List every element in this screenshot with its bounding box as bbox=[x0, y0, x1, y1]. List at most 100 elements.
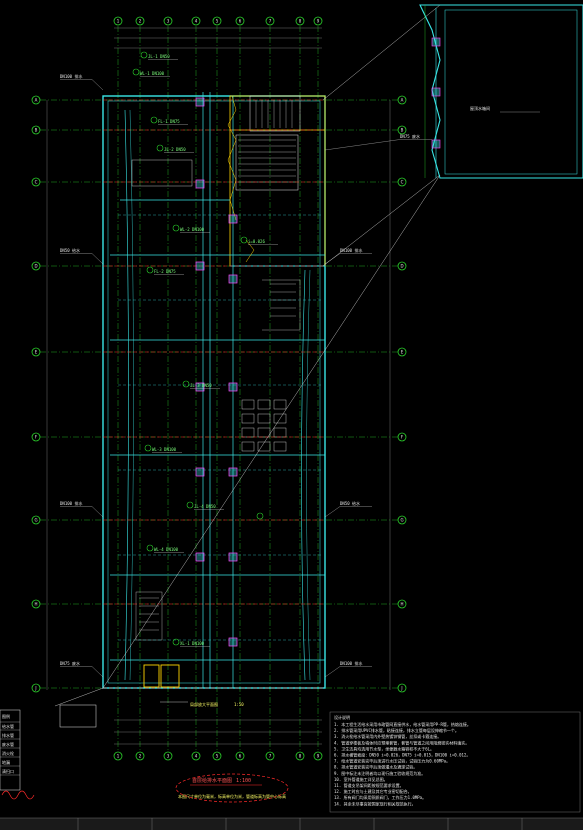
axis-bubble bbox=[397, 683, 407, 693]
note-line: 6. 排水横管坡度：DN50 i=0.026，DN75 i=0.015，DN10… bbox=[334, 752, 470, 758]
callout-markers bbox=[132, 51, 264, 646]
note-line: 9. 图中标注未注明者均以现行施工验收规范为准。 bbox=[334, 770, 425, 776]
legend-title: 图例 bbox=[2, 713, 10, 719]
detail-title: 局部放大平面图 bbox=[190, 701, 218, 707]
plan-label: JL-4 DN50 bbox=[194, 504, 216, 509]
detail-scale: 1:50 bbox=[234, 702, 244, 707]
legend-item: 清扫口 bbox=[2, 768, 14, 774]
axis-bubble bbox=[397, 177, 407, 187]
axis-label: 2 bbox=[139, 19, 142, 24]
axis-bubble bbox=[31, 599, 41, 609]
side-label: DN100 排水 bbox=[60, 500, 82, 506]
legend-item: 给水管 bbox=[2, 723, 14, 729]
plan-label: WL-3 DN100 bbox=[152, 447, 177, 452]
axis-label: 7 bbox=[269, 19, 272, 24]
axis-bubble bbox=[31, 261, 41, 271]
plan-label: FL-1 DN75 bbox=[158, 119, 180, 124]
side-label: DN100 排水 bbox=[60, 73, 82, 79]
axis-label: E bbox=[401, 350, 404, 355]
axis-bubble bbox=[191, 751, 201, 761]
axis-bubble bbox=[31, 515, 41, 525]
axis-label: 1 bbox=[117, 19, 120, 24]
plan-scale: 1:100 bbox=[236, 778, 251, 784]
axis-bubble bbox=[313, 751, 323, 761]
note-line: 3. 消火栓给水管采用内外壁热镀锌钢管，丝扣或卡箍连接。 bbox=[334, 733, 441, 739]
note-line: 13. 所有阀门均采用铜质阀门，工作压力1.0MPa。 bbox=[334, 794, 426, 800]
axis-bubble bbox=[313, 16, 323, 26]
axis-label: C bbox=[401, 180, 404, 185]
axis-label: 9 bbox=[317, 19, 320, 24]
axis-label: 7 bbox=[269, 754, 272, 759]
axis-bubble bbox=[135, 16, 145, 26]
axis-label: 4 bbox=[195, 19, 198, 24]
legend-item: 消火栓 bbox=[2, 750, 14, 756]
axis-label: 3 bbox=[167, 754, 170, 759]
axis-bubble bbox=[31, 95, 41, 105]
notes-title: 设计说明 bbox=[334, 714, 350, 720]
beam-lines bbox=[103, 99, 325, 689]
plan-label: JL-3 DN50 bbox=[190, 383, 212, 388]
axis-bubble bbox=[397, 261, 407, 271]
axis-label: B bbox=[35, 128, 38, 133]
axis-bubble bbox=[295, 16, 305, 26]
axis-label: E bbox=[35, 350, 38, 355]
pipe-network bbox=[54, 4, 441, 707]
legend-item: 地漏 bbox=[2, 759, 10, 765]
note-line: 7. 给水管道安装完毕后须进行水压试验，试验压力为0.60MPa。 bbox=[334, 758, 450, 764]
riser-symbols bbox=[195, 97, 238, 647]
axis-bubble bbox=[31, 125, 41, 135]
side-label: DN75 废水 bbox=[400, 133, 420, 139]
side-label: DN50 给水 bbox=[60, 247, 80, 253]
design-notes: 设计说明 1. 本工程生活给水采用市政管网直接供水，给水管采用PP-R管，热熔连… bbox=[329, 711, 581, 813]
axis-bubble bbox=[163, 751, 173, 761]
note-line: 8. 排水管道安装完毕后须做灌水及通球试验。 bbox=[334, 764, 417, 770]
note-line: 5. 卫生洁具均选用节水型，坐便器水箱容积不大于6L。 bbox=[334, 745, 434, 751]
plan-label: FL-2 DN75 bbox=[154, 269, 176, 274]
note-line: 10. 室外管道施工详见总图。 bbox=[334, 776, 388, 782]
axis-label: 1 bbox=[117, 754, 120, 759]
axis-bubble bbox=[265, 16, 275, 26]
bottom-ruler bbox=[0, 817, 583, 830]
axis-bubble bbox=[397, 347, 407, 357]
plan-label: JL-2 DN50 bbox=[164, 147, 186, 152]
axis-label: G bbox=[400, 518, 403, 523]
plan-label: WL-4 DN100 bbox=[154, 547, 179, 552]
detail-panel: 屋顶水箱间 bbox=[419, 4, 583, 179]
axis-label: 5 bbox=[216, 19, 219, 24]
axis-bubble bbox=[212, 16, 222, 26]
axis-label: G bbox=[34, 518, 37, 523]
axis-bubble bbox=[135, 751, 145, 761]
axis-label: J bbox=[34, 686, 36, 691]
axis-label: C bbox=[35, 180, 38, 185]
axis-label: 8 bbox=[299, 19, 302, 24]
side-label: DN100 排水 bbox=[340, 660, 362, 666]
axis-label: B bbox=[401, 128, 404, 133]
plan-label: JL-1 DN50 bbox=[148, 54, 170, 59]
axis-label: H bbox=[400, 602, 403, 607]
axis-bubble bbox=[113, 16, 123, 26]
axis-label: 2 bbox=[139, 754, 142, 759]
side-label: DN75 废水 bbox=[60, 660, 80, 666]
axis-bubble bbox=[235, 16, 245, 26]
axis-label: 6 bbox=[239, 754, 242, 759]
plan-title-block: 首层给排水平面图 1:100 本图尺寸单位为毫米，标高单位为米，管道标高为管中心… bbox=[175, 773, 289, 803]
side-annotations: DN100 排水 DN50 给水 DN100 排水 DN75 废水 DN100 排水 DN… bbox=[60, 73, 432, 678]
axis-label: 5 bbox=[216, 754, 219, 759]
plan-label: XL-1 DN100 bbox=[180, 641, 205, 646]
note-line: 12. 施工时应与土建及其它专业密切配合。 bbox=[334, 788, 412, 794]
axis-bubble bbox=[397, 432, 407, 442]
note-line: 14. 其余未尽事宜按国家现行相关规范执行。 bbox=[334, 800, 416, 806]
detail-title-block: 局部放大平面图 1:50 bbox=[59, 701, 244, 728]
plan-label: WL-1 DN100 bbox=[140, 71, 165, 76]
note-line: 1. 本工程生活给水采用市政管网直接供水，给水管采用PP-R管，热熔连接。 bbox=[334, 721, 471, 727]
axis-label: 4 bbox=[195, 754, 198, 759]
axis-label: J bbox=[400, 686, 402, 691]
axis-bubble bbox=[31, 432, 41, 442]
side-label: DN50 给水 bbox=[340, 500, 360, 506]
axis-label: F bbox=[401, 435, 404, 440]
axis-bubble bbox=[397, 599, 407, 609]
